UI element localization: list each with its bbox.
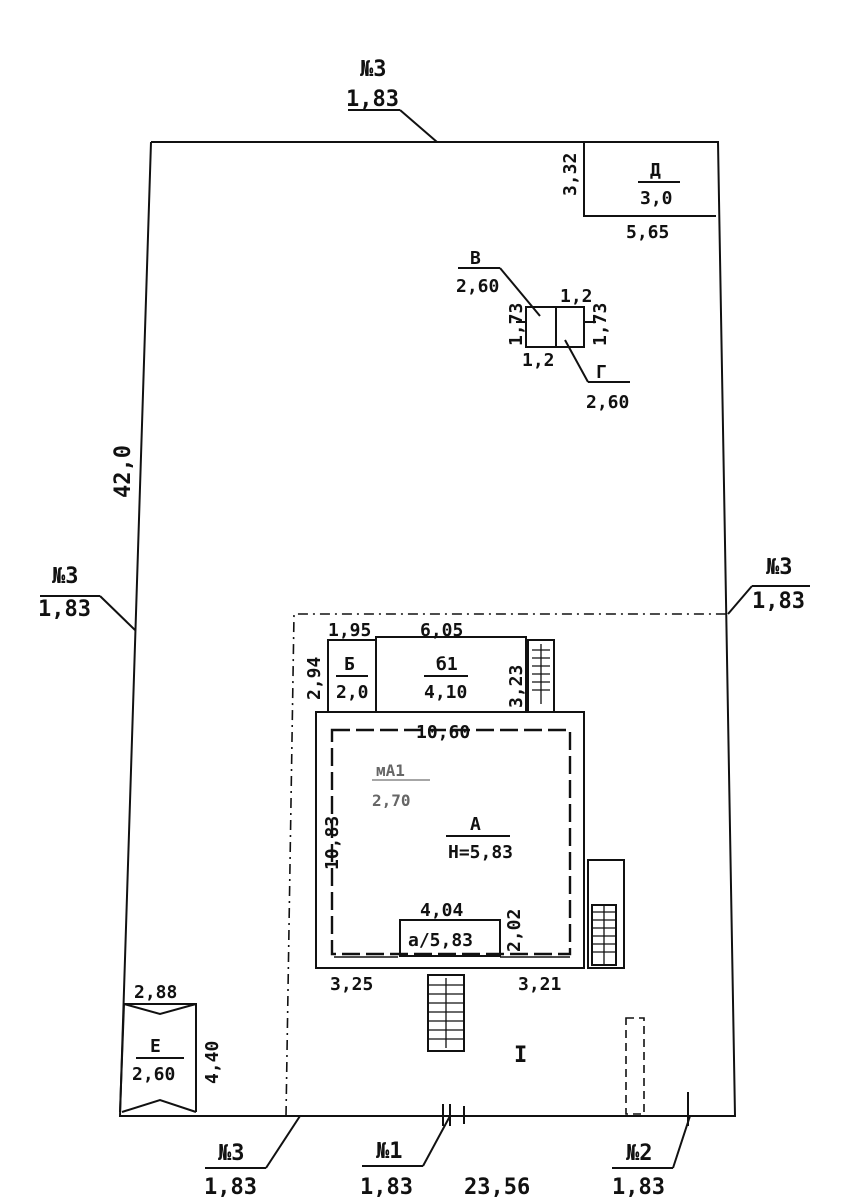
building-d-width: 5,65 (626, 222, 669, 243)
site-length-left: 42,0 (111, 445, 136, 498)
fence-top-type: №3 (360, 57, 387, 82)
building-main-letter: А (470, 814, 481, 835)
building-e-height: 2,60 (132, 1064, 175, 1085)
building-vg-top: 1,2 (560, 286, 593, 307)
building-b1-letter: б1 (436, 654, 458, 675)
site-width-bottom: 23,56 (464, 1175, 530, 1200)
porch-depth: 2,02 (504, 909, 525, 952)
building-v-letter: В (470, 248, 481, 269)
offset-left: 3,25 (330, 974, 373, 995)
building-main-faded-height: 2,70 (372, 791, 411, 810)
building-b-width: 1,95 (328, 620, 371, 641)
building-b1-side: 3,23 (506, 665, 527, 708)
building-b1-width: 6,05 (420, 620, 463, 641)
building-d-outline (583, 142, 716, 217)
building-e-letter: Е (150, 1036, 161, 1057)
building-d-letter: Д (650, 160, 661, 181)
porch-width: 4,04 (420, 900, 464, 921)
building-d-side: 3,32 (560, 153, 581, 196)
fence-top-height: 1,83 (346, 87, 399, 112)
porch-label: а/5,83 (408, 930, 473, 951)
fence-bm-height: 1,83 (360, 1175, 413, 1200)
building-b-height: 2,0 (336, 682, 369, 703)
offset-right: 3,21 (518, 974, 561, 995)
fence-br-type: №2 (626, 1141, 653, 1166)
building-v-height: 2,60 (456, 276, 499, 297)
stairs-bottom (427, 974, 465, 1052)
building-b-letter: Б (344, 654, 355, 675)
building-main-width: 10,60 (416, 722, 470, 743)
building-main-outline (315, 711, 585, 969)
site-number: I (514, 1043, 527, 1068)
building-g-side: 1,73 (590, 303, 611, 346)
porch-outline (399, 919, 501, 957)
building-main-faded-letter: мА1 (376, 761, 405, 780)
building-g-outline (555, 306, 585, 348)
fence-right-height: 1,83 (752, 589, 805, 614)
building-d-height: 3,0 (640, 188, 673, 209)
building-main-inner (330, 728, 572, 956)
building-v-outline (525, 306, 557, 348)
fence-bl-type: №3 (218, 1141, 245, 1166)
fence-bl-height: 1,83 (204, 1175, 257, 1200)
building-main-side: 10,83 (322, 816, 343, 870)
gate-dashed (625, 1017, 645, 1115)
building-main-height: Н=5,83 (448, 842, 513, 863)
building-e-width: 2,88 (134, 982, 177, 1003)
fence-right-type: №3 (766, 555, 793, 580)
fence-br-height: 1,83 (612, 1175, 665, 1200)
building-e-side: 4,40 (202, 1041, 223, 1084)
building-vg-bottom: 1,2 (522, 350, 555, 371)
fence-left-height: 1,83 (38, 597, 91, 622)
fence-left-type: №3 (52, 564, 79, 589)
stairs-right (587, 859, 625, 969)
site-boundary (118, 141, 737, 1117)
building-g-letter: Г (596, 362, 607, 383)
fence-bm-type: №1 (376, 1139, 403, 1164)
building-g-height: 2,60 (586, 392, 629, 413)
building-v-side: 1,73 (506, 303, 527, 346)
building-b-side: 2,94 (304, 656, 325, 700)
building-b1-height: 4,10 (424, 682, 467, 703)
